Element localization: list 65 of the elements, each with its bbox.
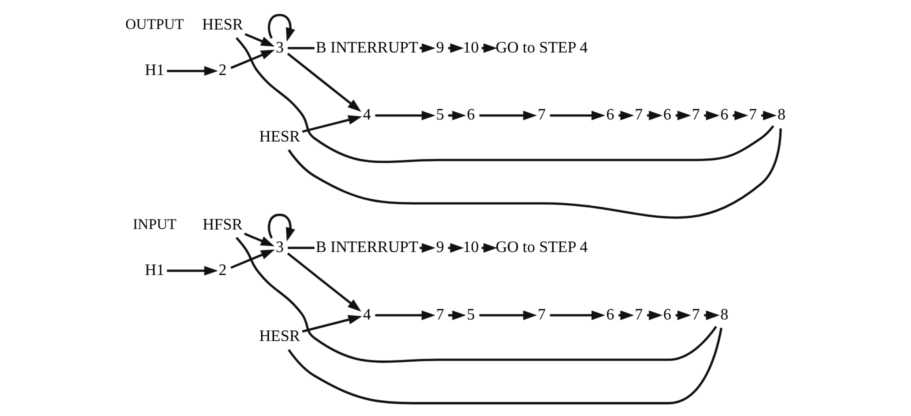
node-text: HESR [202,16,244,34]
node-text: HFSR [202,216,243,234]
node-text: 8 [777,106,786,124]
arrow [448,310,466,320]
arrow [166,266,218,276]
node-text: 3 [276,39,284,56]
arrow [287,252,362,312]
connector [288,246,314,250]
connector [236,37,774,164]
node-text: HESR [259,328,300,346]
node-text: 5 [466,306,475,324]
node-text: 4 [363,306,372,324]
node-text: 8 [720,306,728,324]
connector [236,236,718,363]
node-text: 6 [720,106,728,124]
arrow [166,66,218,76]
arrow [287,52,362,112]
node-text: 3 [276,239,284,256]
node-text: 5 [436,106,444,124]
arrow [550,110,606,120]
node-text: B INTERRUPT [316,39,418,56]
node-text: 4 [363,106,372,124]
node-text: 7 [634,106,643,124]
node-text: 6 [606,306,614,324]
node-text: 7 [692,306,700,324]
node-text: 7 [538,106,546,124]
node-text: GO to STEP 4 [496,239,588,256]
node-text: HESR [259,128,300,146]
arrow [550,310,606,320]
node-text: 2 [218,62,227,80]
arrow [302,314,362,333]
node-text: 7 [692,106,700,124]
node-text: 2 [218,262,227,279]
node-text: H1 [144,262,164,279]
node-text: 6 [663,106,672,124]
arrow [268,14,296,42]
arrow [244,33,275,47]
connector [288,128,782,219]
label: INPUT [132,216,177,233]
node-text: 9 [436,239,444,256]
node-text: H1 [144,62,164,80]
node-text: 10 [462,239,479,256]
node-text: 6 [663,306,672,324]
arrow [375,310,436,320]
arrow [302,115,362,133]
arrow [479,310,537,320]
node-text: 6 [466,106,475,124]
arrow [230,50,275,70]
label: OUTPUT [125,17,184,34]
node-text: 7 [538,306,546,324]
node-text: 7 [436,306,444,324]
arrow [244,232,275,246]
node-text: 7 [634,306,643,324]
arrow [479,110,537,120]
connector [288,46,314,50]
arrow [268,214,296,242]
node-text: GO to STEP 4 [496,39,588,56]
connector [288,328,722,404]
node-text: 6 [606,106,614,124]
node-text: 7 [748,106,757,124]
arrow [230,250,275,269]
arrow [375,110,436,120]
node-text: 9 [436,39,444,56]
node-text: B INTERRUPT [316,239,418,256]
node-text: 10 [462,39,479,56]
